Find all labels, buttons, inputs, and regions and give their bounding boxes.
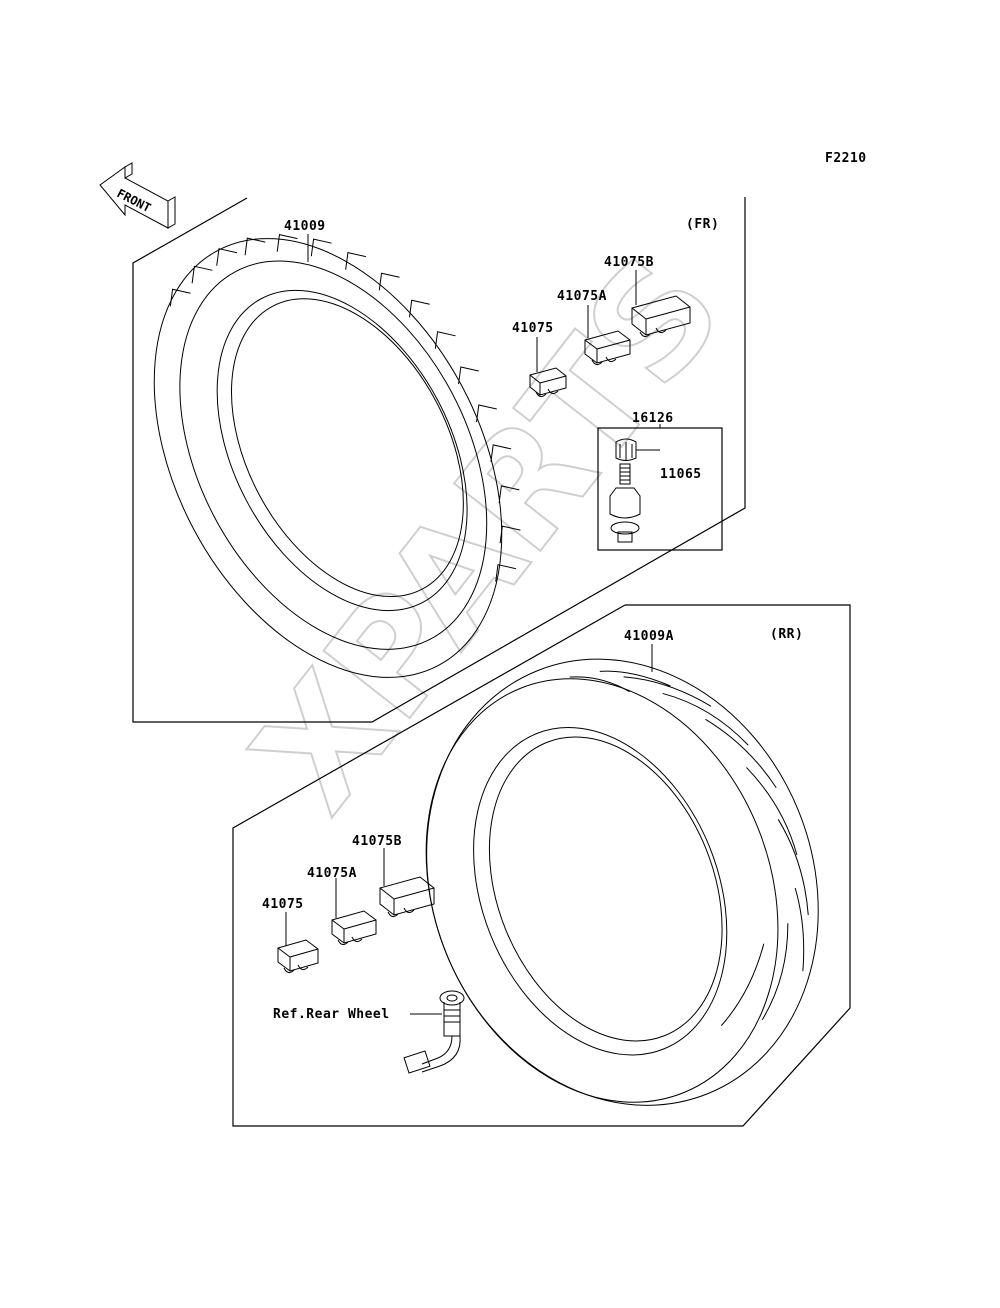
rear-weight-41075B [379,848,435,918]
rear-valve-icon [403,990,465,1074]
front-weight-41075 [529,337,567,398]
figure-code: F2210 [825,151,867,166]
front-tire [153,234,521,678]
valve-cap-icon [615,438,637,461]
watermark-text: XPARTS [221,225,756,842]
valve-stem-icon [609,463,641,543]
front-section-tag: (FR) [686,217,719,232]
valve-cap-part-number: 11065 [660,467,702,482]
front-weight-41075A [584,305,631,366]
rear-weight-41075-label: 41075 [262,897,304,912]
rear-section-frame [232,604,851,1127]
front-arrow-icon: FRONT [99,162,176,229]
front-tire-part-number: 41009 [284,219,326,234]
rear-section: (RR) 41009A 41075 [232,604,851,1127]
rear-tire [425,658,819,1106]
front-weight-41075-label: 41075 [512,321,554,336]
rear-weight-41075 [277,912,319,974]
rear-weight-41075A [331,878,377,946]
rear-section-tag: (RR) [770,627,803,642]
front-section: (FR) 41009 41075 4107 [132,197,746,723]
rear-valve-reference-label: Ref.Rear Wheel [273,1007,390,1022]
front-weight-41075B [631,270,691,338]
watermark: XPARTS [220,224,757,843]
rear-weight-41075A-label: 41075A [307,866,357,881]
rear-weight-41075B-label: 41075B [352,834,402,849]
front-section-frame [132,197,746,723]
front-weight-41075B-label: 41075B [604,255,654,270]
valve-assembly-part-number: 16126 [632,411,674,426]
front-weight-41075A-label: 41075A [557,289,607,304]
rear-tire-part-number: 41009A [624,629,674,644]
